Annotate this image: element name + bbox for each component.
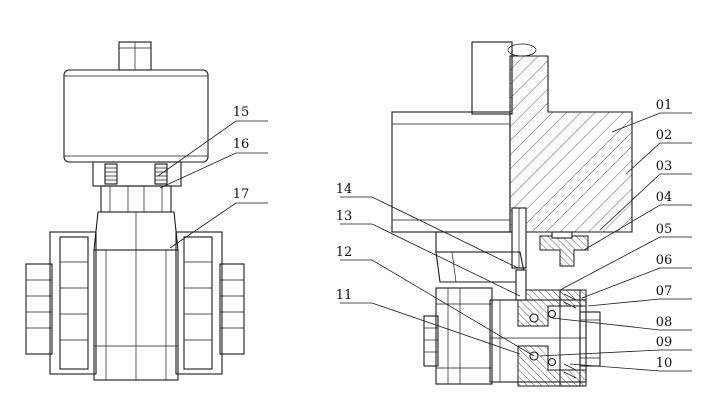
section-view-leaders-left — [340, 196, 535, 357]
section-bracket-right — [539, 235, 589, 267]
callout-label-03: 03 — [656, 159, 673, 174]
callout-labels: 01 02 03 04 05 06 07 08 09 10 11 12 13 14 15 16 17 — [233, 98, 673, 371]
front-view-leaders — [157, 120, 268, 249]
section-view — [391, 41, 633, 387]
front-right-union — [175, 231, 223, 375]
section-union-left — [435, 287, 493, 385]
callout-label-07: 07 — [656, 284, 673, 299]
callout-label-09: 09 — [656, 335, 673, 350]
callout-label-16: 16 — [233, 137, 250, 152]
callout-label-04: 04 — [656, 190, 673, 205]
front-left-union — [49, 231, 97, 375]
section-pipe-end — [579, 311, 601, 367]
callout-label-08: 08 — [656, 315, 673, 330]
callout-label-15: 15 — [233, 105, 250, 120]
front-view — [25, 41, 245, 381]
front-actuator-body — [63, 69, 209, 163]
section-actuator-outline — [391, 111, 511, 233]
callout-label-17: 17 — [233, 187, 250, 202]
callout-label-13: 13 — [336, 209, 353, 224]
front-coupling — [100, 185, 172, 213]
section-actuator-hatched — [509, 55, 633, 233]
callout-label-02: 02 — [656, 128, 673, 143]
callout-label-12: 12 — [336, 245, 353, 260]
callout-label-14: 14 — [336, 182, 353, 197]
callout-label-01: 01 — [656, 98, 673, 113]
callout-label-11: 11 — [336, 288, 353, 303]
callout-label-05: 05 — [656, 222, 673, 237]
callout-label-06: 06 — [656, 253, 673, 268]
callout-label-10: 10 — [656, 356, 673, 371]
section-view-leaders-right — [539, 112, 692, 372]
section-stem — [471, 41, 513, 115]
